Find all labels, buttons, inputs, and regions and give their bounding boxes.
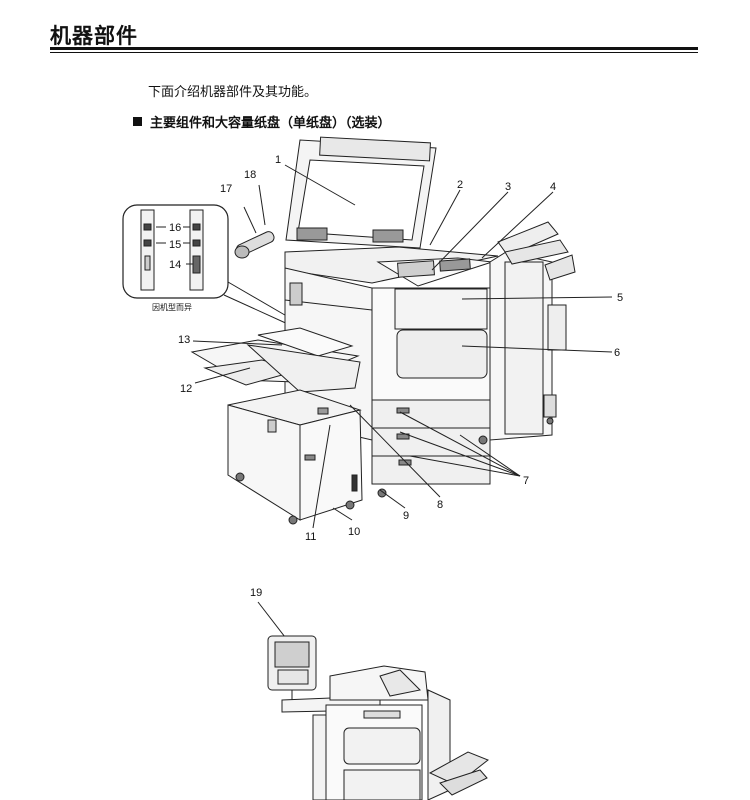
callout-1: 1	[275, 154, 281, 166]
page-title: 机器部件	[50, 24, 138, 48]
ui-panel-machine-drawing	[267, 635, 489, 800]
square-bullet-icon	[133, 117, 142, 126]
callout-18: 18	[244, 169, 256, 181]
title-rule-thin	[50, 52, 698, 53]
callout-labels: 1 2 3 4 5 6 7 8 9 10 11 12 13 14 15 16 1…	[152, 154, 623, 599]
callout-4: 4	[550, 181, 556, 193]
control-panel-drawing	[376, 257, 493, 287]
callout-19: 19	[250, 587, 262, 599]
inset-note: 因机型而异	[152, 302, 192, 312]
callout-7: 7	[523, 475, 529, 487]
callout-15: 15	[169, 239, 181, 251]
bypass-tray-drawing	[190, 327, 361, 393]
callout-2: 2	[457, 179, 463, 191]
callout-11: 11	[305, 531, 316, 543]
callout-5: 5	[617, 292, 623, 304]
finisher-drawing	[489, 221, 576, 441]
callout-10: 10	[348, 526, 360, 538]
usb-pen-drawing	[234, 184, 275, 259]
callout-3: 3	[505, 181, 511, 193]
callout-14: 14	[169, 259, 181, 271]
intro-text: 下面介绍机器部件及其功能。	[148, 85, 318, 100]
section-heading: 主要组件和大容量纸盘（单纸盘）（选装）	[133, 112, 391, 131]
callout-6: 6	[614, 347, 620, 359]
callout-17: 17	[220, 183, 232, 195]
hcf-drawing	[227, 389, 363, 525]
section-heading-text: 主要组件和大容量纸盘（单纸盘）（选装）	[150, 116, 391, 131]
callout-13: 13	[178, 334, 190, 346]
callout-9: 9	[403, 510, 409, 522]
callout-12: 12	[180, 383, 192, 395]
title-rule	[50, 47, 698, 50]
callout-16: 16	[169, 222, 181, 234]
inset-panel	[122, 204, 291, 326]
document-feeder-drawing	[285, 136, 437, 249]
callout-8: 8	[437, 499, 443, 511]
leader-lines	[192, 164, 613, 651]
